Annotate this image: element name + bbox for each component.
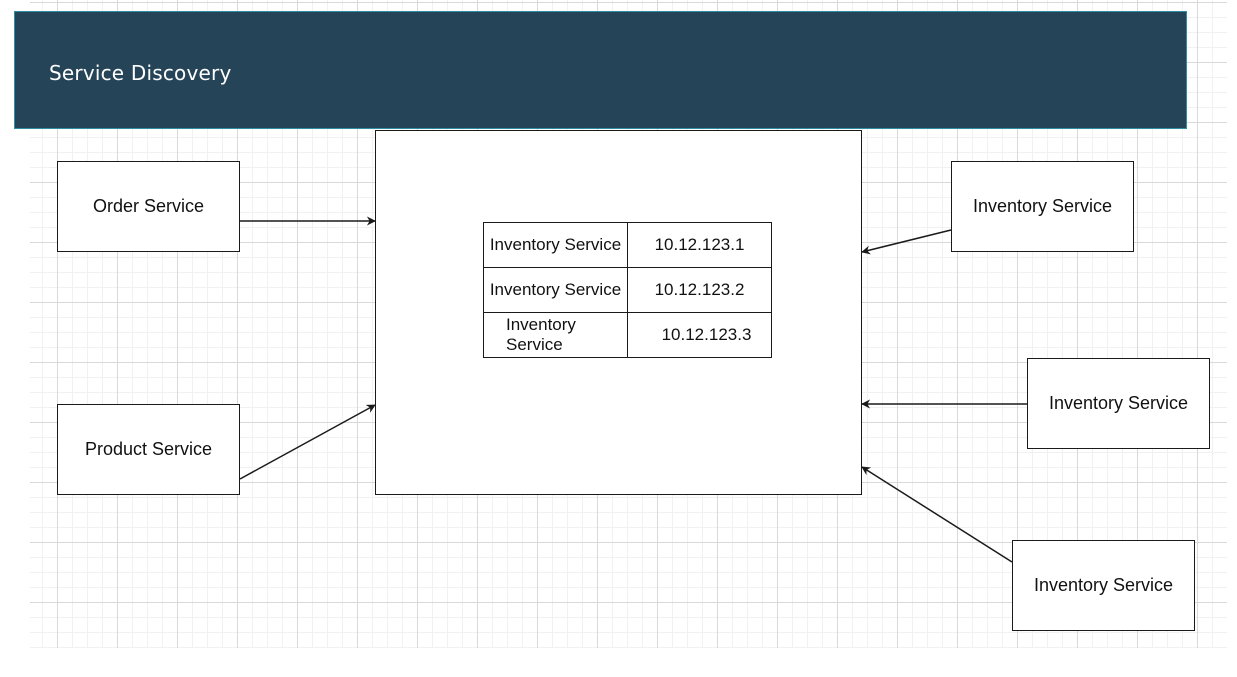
product-service-label: Product Service <box>84 439 213 459</box>
order-service-label: Order Service <box>92 196 205 216</box>
product-to-registry-arrow <box>239 404 376 480</box>
table-row: Inventory Service 10.12.123.2 <box>483 267 772 313</box>
inventory-instance-label: Inventory Service <box>972 196 1113 216</box>
inventory-instance-label: Inventory Service <box>1033 575 1174 595</box>
inventory-instance-box-1: Inventory Service <box>951 161 1134 252</box>
product-service-box: Product Service <box>57 404 240 495</box>
table-row: Inventory Service 10.12.123.3 <box>483 312 772 358</box>
header-banner: Service Discovery <box>14 11 1187 129</box>
service-registry-box: Inventory Service 10.12.123.1 Inventory … <box>375 130 862 495</box>
inventory-instance-box-3: Inventory Service <box>1012 540 1195 631</box>
registry-ip-cell: 10.12.123.3 <box>627 312 772 358</box>
instance3-to-registry-arrow <box>861 466 1013 563</box>
order-service-box: Order Service <box>57 161 240 252</box>
registry-service-cell: Inventory Service <box>483 267 628 313</box>
page-title: Service Discovery <box>49 61 232 85</box>
instance1-to-registry-arrow <box>861 229 952 255</box>
inventory-instance-label: Inventory Service <box>1048 393 1189 413</box>
registry-ip-cell: 10.12.123.1 <box>627 222 772 268</box>
inventory-instance-box-2: Inventory Service <box>1027 358 1210 449</box>
registry-service-cell: Inventory Service <box>483 312 628 358</box>
registry-ip-cell: 10.12.123.2 <box>627 267 772 313</box>
registry-table: Inventory Service 10.12.123.1 Inventory … <box>483 222 772 358</box>
